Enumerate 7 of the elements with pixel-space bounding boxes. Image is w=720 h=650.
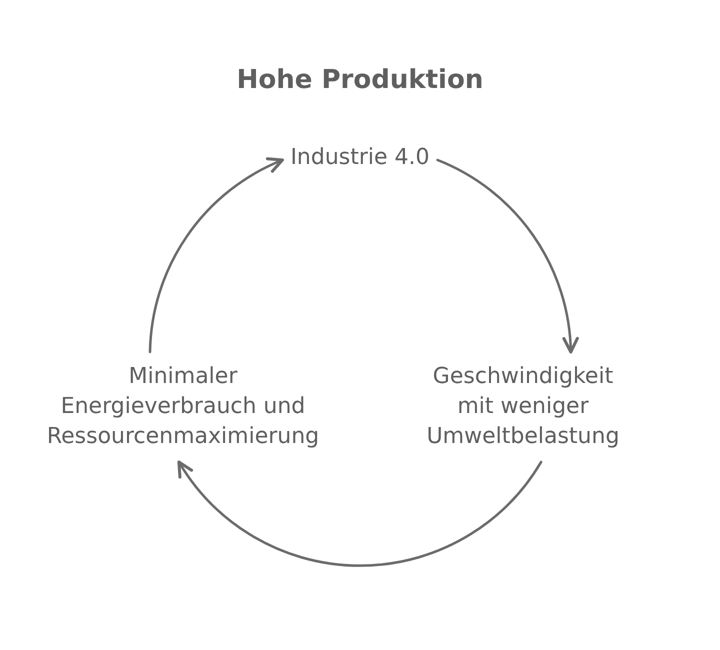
arrow <box>148 158 284 354</box>
arrow <box>436 158 578 354</box>
arrow <box>177 460 542 567</box>
step-label: Industrie 4.0 <box>290 143 430 173</box>
step-label: Geschwindigkeit mit weniger Umweltbelastung <box>419 362 627 452</box>
title: Hohe Produktion <box>236 64 484 96</box>
step-label: Minimaler Energieverbrauch und Ressourcenmaximierung <box>37 362 329 452</box>
